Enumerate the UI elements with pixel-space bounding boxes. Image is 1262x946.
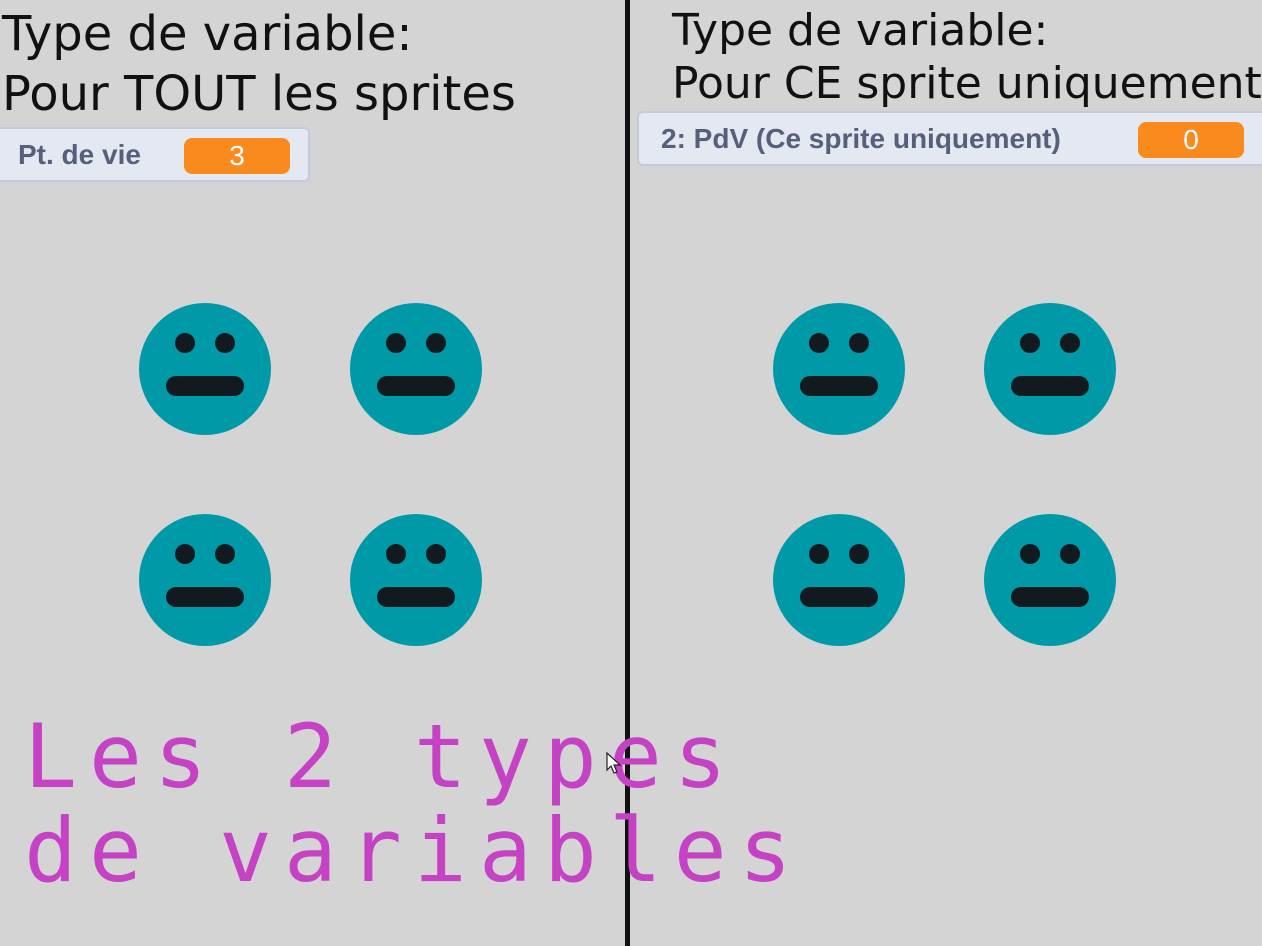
neutral-face-icon xyxy=(773,514,905,646)
sprite-neutral-face[interactable] xyxy=(773,303,905,435)
left-heading-line1: Type de variable: xyxy=(2,6,413,62)
neutral-face-icon xyxy=(139,514,271,646)
neutral-face-icon xyxy=(984,514,1116,646)
sprite-neutral-face[interactable] xyxy=(350,514,482,646)
mouse-cursor-icon xyxy=(606,752,622,774)
sprite-neutral-face[interactable] xyxy=(139,514,271,646)
sprite-neutral-face[interactable] xyxy=(350,303,482,435)
neutral-face-icon xyxy=(773,303,905,435)
panel-divider xyxy=(625,0,630,946)
sprite-neutral-face[interactable] xyxy=(773,514,905,646)
monitor-value: 0 xyxy=(1138,122,1244,158)
right-heading-line1: Type de variable: xyxy=(672,5,1049,56)
neutral-face-icon xyxy=(984,303,1116,435)
neutral-face-icon xyxy=(350,303,482,435)
neutral-face-icon xyxy=(139,303,271,435)
variable-monitor-global[interactable]: Pt. de vie 3 xyxy=(0,127,310,182)
sprite-neutral-face[interactable] xyxy=(139,303,271,435)
overlay-title: Les 2 types de variables xyxy=(24,710,804,898)
monitor-label: 2: PdV (Ce sprite uniquement) xyxy=(661,122,1061,154)
variable-monitor-local[interactable]: 2: PdV (Ce sprite uniquement) 0 xyxy=(637,111,1262,166)
sprite-neutral-face[interactable] xyxy=(984,514,1116,646)
overlay-title-line2: de variables xyxy=(24,799,804,902)
overlay-title-line1: Les 2 types xyxy=(24,705,739,808)
neutral-face-icon xyxy=(350,514,482,646)
left-heading-line2: Pour TOUT les sprites xyxy=(2,66,516,122)
right-heading-line2: Pour CE sprite uniquement xyxy=(672,58,1262,109)
monitor-value: 3 xyxy=(184,138,290,174)
sprite-neutral-face[interactable] xyxy=(984,303,1116,435)
monitor-label: Pt. de vie xyxy=(18,138,141,170)
left-panel-heading: Type de variable: Pour TOUT les sprites xyxy=(2,4,516,124)
right-panel-heading: Type de variable: Pour CE sprite uniquem… xyxy=(672,4,1262,110)
